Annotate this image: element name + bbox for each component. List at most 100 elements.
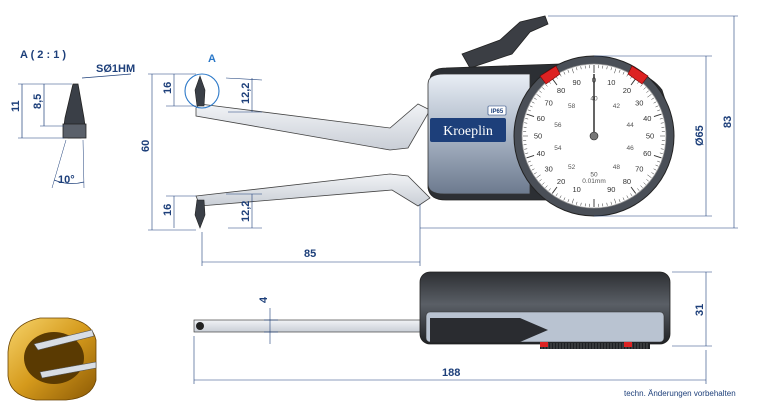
dial-numbers: 1020304050607080900102030405060708090 [534, 76, 654, 194]
dial-tick [526, 155, 535, 159]
footer-note: techn. Änderungen vorbehalten [624, 389, 736, 398]
dial-tick [563, 197, 566, 201]
dial-inner-number: 54 [554, 145, 562, 152]
dial-tick [630, 193, 633, 197]
side-marker-left [540, 342, 548, 347]
dial-tick [551, 186, 558, 194]
dial-tick [626, 195, 629, 199]
dim-4: 4 [258, 296, 270, 303]
dial-tick [659, 118, 663, 120]
dial-tick [536, 94, 541, 98]
dial-tick [576, 201, 578, 205]
dial-tick [660, 148, 664, 150]
dial-tick [548, 188, 551, 191]
lower-tip [194, 199, 206, 229]
dial-tick [618, 69, 621, 73]
dial-tick [559, 195, 562, 199]
dial-tick [651, 172, 655, 175]
dial-number: 60 [537, 114, 545, 123]
application-illustration [7, 317, 97, 401]
dial-tick [580, 66, 582, 70]
dial-inner-number: 46 [627, 145, 635, 152]
dial-tick [630, 186, 637, 194]
upper-tip [194, 75, 206, 107]
dial-tick [651, 97, 655, 100]
dial-tick [539, 90, 542, 93]
dial-tick [525, 118, 529, 120]
dial-tick [657, 160, 661, 163]
dim-60: 60 [140, 140, 152, 152]
dial-tick [637, 188, 640, 191]
dial-tick [653, 113, 662, 117]
dial-tick [571, 68, 574, 74]
brand-plate [430, 118, 506, 142]
side-lever [430, 318, 548, 342]
dial-number: 90 [607, 185, 615, 194]
dim-65: Ø65 [694, 125, 706, 146]
lever [461, 15, 549, 69]
dial-tick [531, 101, 535, 104]
dial-tick [643, 87, 646, 90]
dial-tick [571, 198, 574, 204]
dial-number: 70 [545, 99, 553, 108]
dial-tick [614, 198, 617, 204]
tip-label: SØ1HM [96, 63, 135, 75]
dial-tick [647, 94, 652, 98]
dial-number: 30 [545, 164, 553, 173]
dial-number: 10 [607, 78, 615, 87]
dial-tick [580, 202, 582, 206]
dial-tick [524, 148, 528, 150]
dial-inner-number: 50 [590, 172, 598, 179]
dim-16-bottom: 16 [162, 204, 174, 216]
dial-tick [567, 199, 570, 203]
dial-tick [563, 71, 566, 75]
dial-number: 70 [635, 164, 643, 173]
dial-tick [630, 78, 637, 86]
ip-badge-text: IP65 [491, 109, 504, 115]
dim-31: 31 [694, 304, 706, 316]
dial-hub [589, 131, 599, 141]
dial-tick [531, 168, 535, 171]
dial-tick [657, 109, 661, 112]
dial-tick [576, 67, 578, 71]
dim-16-top: 16 [162, 82, 174, 94]
dial-tick [622, 71, 625, 75]
dial-tick [525, 152, 529, 154]
illustration-arm-top [33, 329, 95, 351]
dial-number: 60 [643, 149, 651, 158]
dial-number: 80 [557, 86, 565, 95]
side-arm [193, 319, 445, 333]
dial-tick [647, 174, 652, 178]
dim-12-2-bottom: 12,2 [240, 201, 252, 222]
dial-tick [551, 78, 558, 86]
side-knurl [540, 343, 650, 349]
dial-number: 20 [557, 177, 565, 186]
dial-tick [533, 172, 537, 175]
dial-tick [533, 97, 537, 100]
dial-tick [527, 160, 531, 163]
dial-tick [527, 109, 531, 112]
tolerance-marker-right [627, 65, 649, 85]
illustration-arm-bottom [39, 361, 97, 379]
detail-dim-8-5: 8,5 [32, 94, 44, 109]
front-view: A Kroeplin IP65 102030405060708090010203… [140, 15, 738, 266]
dial-tick [542, 87, 545, 90]
detail-title: A ( 2 : 1 ) [20, 49, 66, 61]
dial-tick [660, 122, 664, 124]
dial-tick [618, 199, 621, 203]
lower-arm [195, 173, 431, 207]
side-marker-right [624, 342, 632, 347]
ip-badge [487, 105, 507, 116]
dial-inner-number: 44 [627, 122, 635, 129]
tolerance-marker-left [539, 65, 561, 85]
dial-unit: 0.01mm [582, 178, 605, 185]
dial-inner-number: 58 [568, 103, 576, 110]
dial-tick [555, 193, 558, 197]
dial-tick [646, 179, 649, 182]
dial-tick [606, 66, 608, 70]
dial-tick [545, 185, 548, 188]
knurl-pattern [541, 343, 648, 349]
callout-label: A [208, 53, 216, 65]
dial-tick [655, 164, 659, 167]
dial-number: 50 [646, 132, 654, 141]
